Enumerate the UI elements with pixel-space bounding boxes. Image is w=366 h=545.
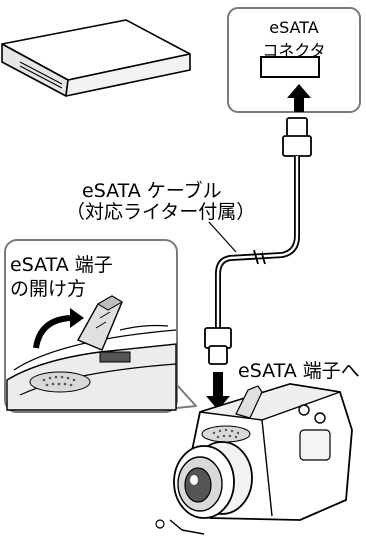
writer-device-icon <box>1 19 191 97</box>
connector-label-line1: eSATA <box>269 18 319 37</box>
cable-leader-line <box>208 221 237 253</box>
camcorder-icon <box>155 383 353 535</box>
inset-label-line1: eSATA 端子 <box>10 254 113 276</box>
cable-plug-icon <box>282 117 312 157</box>
inset-callout <box>4 239 197 413</box>
connector-label-line2: コネクタ <box>262 41 326 60</box>
inset-label-line2: の開け方 <box>10 278 87 300</box>
connector-callout-text: eSATA コネクタ <box>228 8 360 112</box>
cable-label-line2: （対応ライター付属） <box>66 201 256 223</box>
cable-plug-icon <box>204 327 232 365</box>
terminal-cover-icon <box>77 295 131 363</box>
arrow-up-icon <box>287 84 311 112</box>
cable-label-line1: eSATA ケーブル <box>82 180 222 202</box>
curved-arrow-icon <box>33 308 84 349</box>
cable-line <box>215 156 300 328</box>
terminal-label: eSATA 端子へ <box>238 360 360 382</box>
esata-port-icon <box>260 56 320 78</box>
arrow-down-icon <box>206 372 230 410</box>
